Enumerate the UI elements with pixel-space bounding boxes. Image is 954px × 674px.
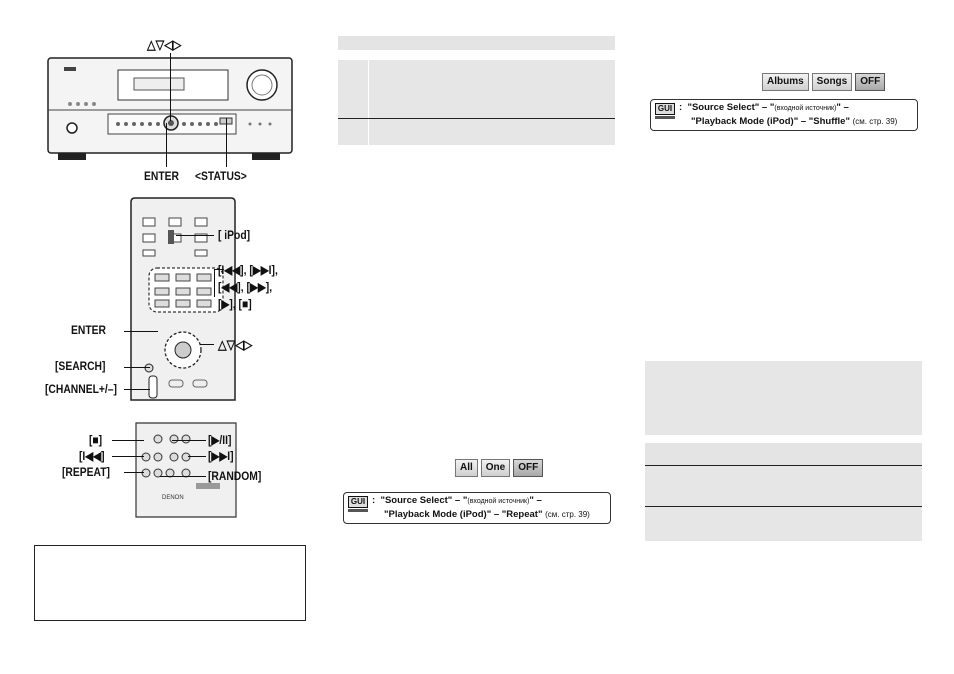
shuffle-gui-line-2: "Playback Mode (iPod)" – "Shuffle" (см. … [691, 116, 897, 127]
next-label: [▶▶I] [208, 449, 234, 463]
gui-source-select: "Source Select" – " [380, 495, 468, 506]
gui-page-ref: (см. стр. 39) [852, 117, 898, 126]
prev-label: [I◀◀] [79, 449, 105, 463]
repeat-gui-path: GUI : "Source Select" – "(входной источн… [343, 492, 611, 524]
repeat-mode-buttons: All One OFF [455, 459, 544, 477]
brand-logo: DENON [162, 495, 184, 501]
repeat-mode-one[interactable]: One [480, 459, 511, 477]
step-row-2 [338, 119, 615, 145]
note-box [34, 545, 306, 621]
gui-playback-mode: "Playback Mode (iPod)" – "Shuffle" [691, 116, 850, 127]
gui-input-source: (входной источник) [467, 498, 530, 505]
shuffle-mode-off[interactable]: OFF [855, 73, 886, 91]
random-label: [RANDOM] [208, 469, 262, 483]
channel-label: [CHANNEL+/–] [45, 382, 117, 396]
gui-sep: " – [529, 495, 542, 506]
gui-playback-mode: "Playback Mode (iPod)" – "Repeat" [384, 509, 543, 520]
repeat-gui-line-1: : "Source Select" – "(входной источник)"… [372, 495, 542, 506]
search-label: [SEARCH] [55, 359, 106, 373]
remote-illustration [130, 197, 236, 401]
shuffle-mode-songs[interactable]: Songs [811, 73, 853, 91]
stop-label: [■] [89, 433, 103, 447]
remote-arrows-label: △▽◁▷ [218, 337, 253, 352]
skip-keys-label-3: [▶], [■] [218, 297, 252, 311]
step-row-1 [338, 60, 615, 118]
table-row-2 [645, 507, 922, 541]
gui-icon: GUI [348, 496, 368, 512]
arrow-keys-label: △▽◁▷ [147, 37, 182, 52]
repeat-mode-all[interactable]: All [455, 459, 478, 477]
repeat-mode-off[interactable]: OFF [513, 459, 544, 477]
skip-keys-label-2: [◀◀], [▶▶], [218, 280, 273, 294]
table-row-1 [645, 466, 922, 506]
table-rule-2 [645, 506, 922, 507]
remote-enter-label: ENTER [71, 323, 106, 337]
play-pause-label: [▶/II] [208, 433, 232, 447]
gui-source-select: "Source Select" – " [687, 102, 775, 113]
table-header-bar [645, 443, 922, 465]
repeat-gui-line-2: "Playback Mode (iPod)" – "Repeat" (см. с… [384, 509, 590, 520]
repeat-label: [REPEAT] [62, 465, 110, 479]
shuffle-mode-buttons: Albums Songs OFF [762, 73, 886, 91]
gui-page-ref: (см. стр. 39) [545, 510, 590, 519]
gui-sep: " – [836, 102, 849, 113]
skip-keys-label-1: [I◀◀], [▶▶I], [218, 263, 278, 277]
shuffle-gui-path: GUI : "Source Select" – "(входной источн… [650, 99, 918, 131]
shuffle-gui-line-1: : "Source Select" – "(входной источник)"… [679, 102, 849, 113]
table-rule-1 [645, 465, 922, 466]
enter-label: ENTER [144, 169, 179, 183]
step-divider [338, 118, 615, 119]
shuffle-mode-albums[interactable]: Albums [762, 73, 809, 91]
section-header-bar [338, 36, 615, 50]
gui-input-source: (входной источник) [774, 105, 837, 112]
small-remote-illustration: DENON [135, 422, 237, 518]
gui-icon: GUI [655, 103, 675, 119]
info-block [645, 361, 922, 435]
ipod-label: [ iPod] [218, 228, 251, 242]
status-label: <STATUS> [195, 169, 247, 183]
